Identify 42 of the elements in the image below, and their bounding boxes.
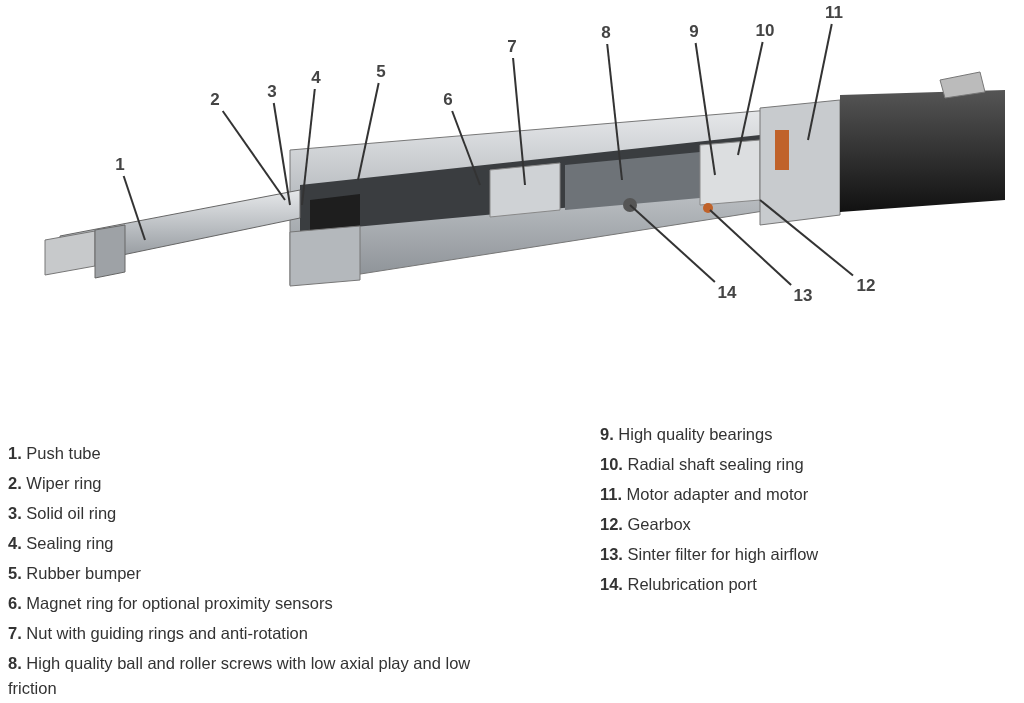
callout-number: 5 bbox=[368, 61, 394, 83]
legend-item: 12. Gearbox bbox=[600, 514, 692, 535]
callout-number: 11 bbox=[821, 2, 847, 24]
callout-number: 14 bbox=[714, 282, 740, 304]
leader-line bbox=[709, 209, 793, 286]
callout-number: 13 bbox=[790, 285, 816, 307]
legend-item: 11. Motor adapter and motor bbox=[600, 484, 810, 505]
callout-number: 12 bbox=[853, 275, 879, 297]
leader-line bbox=[221, 110, 286, 201]
callout-number: 8 bbox=[593, 22, 619, 44]
legend-item: 9. High quality bearings bbox=[600, 424, 774, 445]
leader-line bbox=[807, 23, 833, 141]
callout-number: 9 bbox=[681, 21, 707, 43]
legend-item: 5. Rubber bumper bbox=[8, 563, 142, 584]
legend-item: 8. High quality ball and roller screws with low axial play and low friction bbox=[8, 653, 472, 699]
legend-item: 10. Radial shaft sealing ring bbox=[600, 454, 805, 475]
legend-item: 14. Relubrication port bbox=[600, 574, 758, 595]
legend-item: 2. Wiper ring bbox=[8, 473, 103, 494]
callout-number: 7 bbox=[499, 36, 525, 58]
leader-line bbox=[694, 42, 716, 176]
leader-line bbox=[272, 102, 291, 206]
leader-line bbox=[451, 110, 481, 186]
leader-line bbox=[512, 57, 526, 186]
callout-number: 10 bbox=[752, 20, 778, 42]
leader-line bbox=[629, 204, 716, 283]
callout-number: 4 bbox=[303, 67, 329, 89]
callout-number: 3 bbox=[259, 81, 285, 103]
legend-item: 3. Solid oil ring bbox=[8, 503, 118, 524]
leader-line bbox=[122, 175, 146, 241]
leader-line bbox=[737, 41, 764, 156]
callout-number: 6 bbox=[435, 89, 461, 111]
leader-line bbox=[606, 43, 623, 181]
callout-number: 1 bbox=[107, 154, 133, 176]
legend-item: 6. Magnet ring for optional proximity sensors bbox=[8, 593, 334, 614]
legend-item: 4. Sealing ring bbox=[8, 533, 115, 554]
legend-item: 13. Sinter filter for high airflow bbox=[600, 544, 820, 565]
legend-item: 1. Push tube bbox=[8, 443, 102, 464]
legend-item: 7. Nut with guiding rings and anti-rotation bbox=[8, 623, 309, 644]
callout-number: 2 bbox=[202, 89, 228, 111]
leader-line bbox=[301, 88, 316, 206]
leader-line bbox=[357, 82, 380, 181]
leader-line bbox=[759, 199, 854, 277]
